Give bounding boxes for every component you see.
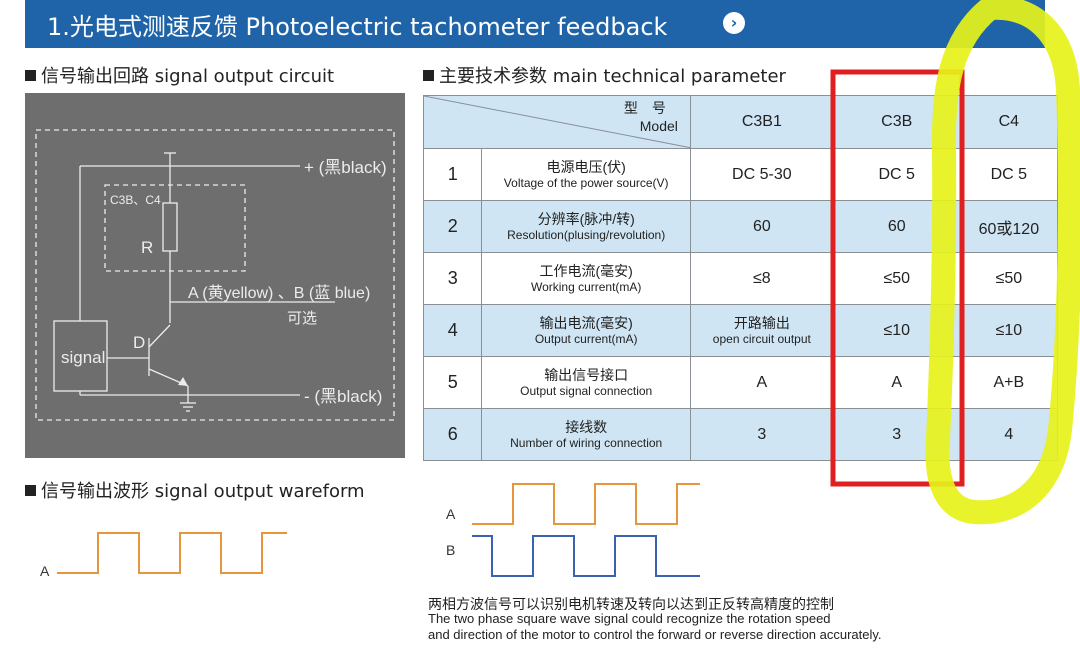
table-row: 3 工作电流(毫安)Working current(mA) ≤8 ≤50 ≤50 <box>422 252 1059 305</box>
footnote-en-1: The two phase square wave signal could r… <box>428 611 831 626</box>
header-model-zh: 型号 <box>623 100 680 116</box>
label-models: C3B、C4 <box>110 193 161 207</box>
table-header-row: 型号 Model C3B1 C3B C4 <box>423 95 1059 149</box>
resistor-symbol <box>162 202 178 252</box>
label-output: A (黄yellow) 、B (蓝 blue) <box>188 284 370 302</box>
table-row: 1 电源电压(伏)Voltage of the power source(V) … <box>422 148 1059 201</box>
circuit-svg: + (黑black) - (黑black) C3B、C4 R D signal … <box>35 129 395 421</box>
label-resistor: R <box>141 238 153 257</box>
wave-a-trace <box>472 483 700 525</box>
waveform-two-phase: A B <box>446 483 700 577</box>
inner-dashed-box <box>104 184 246 272</box>
label-diode: D <box>133 333 145 352</box>
chevron-right-icon: › <box>723 12 745 34</box>
wave-label-a: A <box>40 563 50 579</box>
section-title-circuit: 信号输出回路 signal output circuit <box>25 62 334 88</box>
page-title: 1.光电式测速反馈 Photoelectric tachometer feedb… <box>47 13 668 41</box>
section-title-waveform: 信号输出波形 signal output wareform <box>25 477 365 503</box>
label-optional: 可选 <box>287 310 317 327</box>
label-signal: signal <box>61 348 105 367</box>
table-row: 2 分辨率(脉冲/转)Resolution(plusing/revolution… <box>422 200 1059 253</box>
section-title-parameters: 主要技术参数 main technical parameter <box>423 62 786 88</box>
header-banner: 1.光电式测速反馈 Photoelectric tachometer feedb… <box>25 0 1045 48</box>
footnote-en-2: and direction of the motor to control th… <box>428 627 882 642</box>
header-model-en: Model <box>639 118 678 134</box>
footnote-zh: 两相方波信号可以识别电机转速及转向以达到正反转高精度的控制 <box>428 596 834 612</box>
emitter-arrow <box>178 377 188 386</box>
header-c4: C4 <box>959 95 1059 149</box>
wave-b-trace <box>472 535 700 577</box>
wave-label-a2: A <box>446 506 456 522</box>
label-minus: - (黑black) <box>304 387 382 406</box>
header-model-cell: 型号 Model <box>423 95 691 149</box>
spec-table: 型号 Model C3B1 C3B C4 1 电源电压(伏)Voltage of… <box>422 95 1059 461</box>
transistor-collector <box>148 324 171 348</box>
waveform-single: A <box>40 532 287 579</box>
header-c3b1: C3B1 <box>689 95 834 149</box>
bullet-square <box>25 70 36 81</box>
bullet-square <box>423 70 434 81</box>
bullet-square <box>25 485 36 496</box>
circuit-diagram: + (黑black) - (黑black) C3B、C4 R D signal … <box>25 93 405 458</box>
wave-a-single-trace <box>57 532 287 574</box>
label-plus: + (黑black) <box>304 158 387 177</box>
header-c3b: C3B <box>832 95 961 149</box>
wave-label-b: B <box>446 542 455 558</box>
